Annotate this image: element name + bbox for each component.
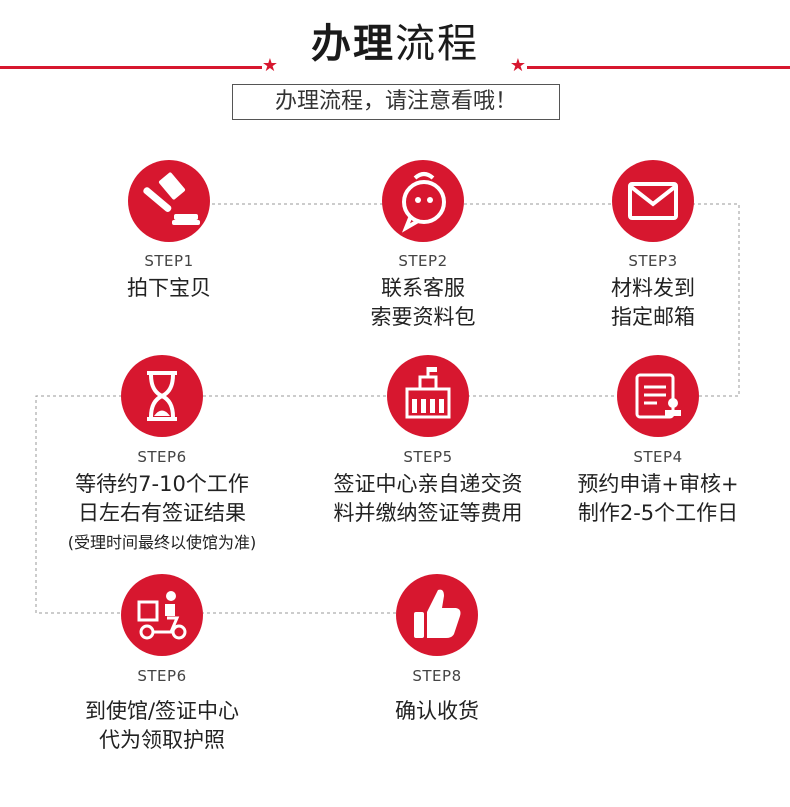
step8-label: STEP8 <box>412 667 462 685</box>
envelope-icon <box>628 182 678 220</box>
step6-pickup-line1: 到使馆/签证中心 <box>84 699 240 723</box>
step2-circle <box>382 160 464 242</box>
step1-label: STEP1 <box>144 252 194 270</box>
title-right-line <box>527 66 790 69</box>
subtitle-box: 办理流程，请注意看哦！ <box>232 84 560 120</box>
step2-desc: 联系客服 索要资料包 <box>303 274 543 332</box>
step6-pickup-line2: 代为领取护照 <box>99 728 225 752</box>
step8-desc: 确认收货 <box>317 697 557 726</box>
step3-line1: 材料发到 <box>611 276 695 300</box>
star-icon: ★ <box>509 55 527 76</box>
connector-bottom <box>35 395 620 614</box>
step1-desc: 拍下宝贝 <box>49 274 289 303</box>
step5-label: STEP5 <box>403 448 453 466</box>
thumbs-up-icon <box>414 589 461 638</box>
step4-label: STEP4 <box>633 448 683 466</box>
step2-line2: 索要资料包 <box>370 305 476 329</box>
subtitle-text: 办理流程，请注意看哦！ <box>274 89 517 114</box>
building-icon <box>405 367 451 419</box>
step3-line2: 指定邮箱 <box>611 305 695 329</box>
step6-wait-line1: 等待约7-10个工作 <box>75 472 249 496</box>
step6-wait-line2: 日左右有签证结果 <box>78 501 246 525</box>
step6-wait-note: (受理时间最终以使馆为准) <box>67 533 257 552</box>
step4-circle <box>617 355 699 437</box>
step6-pickup-desc: 到使馆/签证中心 代为领取护照 <box>42 697 282 755</box>
step8-line1: 确认收货 <box>395 699 479 723</box>
step3-circle <box>612 160 694 242</box>
step6-pickup-label: STEP6 <box>137 667 187 685</box>
star-icon: ★ <box>261 55 279 76</box>
step2-label: STEP2 <box>398 252 448 270</box>
auction-hammer-icon <box>143 172 200 225</box>
step5-line1: 签证中心亲自递交资 <box>333 472 523 496</box>
step5-line2: 料并缴纳签证等费用 <box>333 501 523 525</box>
chat-face-icon <box>401 172 446 233</box>
title-rest: 流程 <box>395 21 479 67</box>
step3-desc: 材料发到 指定邮箱 <box>533 274 773 332</box>
step6-wait-label: STEP6 <box>137 448 187 466</box>
step4-line1: 预约申请+审核+ <box>577 472 739 496</box>
step6-wait-desc: 等待约7-10个工作 日左右有签证结果 (受理时间最终以使馆为准) <box>42 470 282 557</box>
step5-circle <box>387 355 469 437</box>
title-left-line <box>0 66 262 69</box>
step2-line1: 联系客服 <box>381 276 465 300</box>
hourglass-icon <box>147 371 177 421</box>
step5-desc: 签证中心亲自递交资 料并缴纳签证等费用 <box>308 470 548 528</box>
step6-wait-circle <box>121 355 203 437</box>
title-bold: 办理 <box>311 21 395 67</box>
delivery-scooter-icon <box>137 591 187 640</box>
page-title: 办理流程 <box>0 18 790 70</box>
document-stamp-icon <box>635 373 681 419</box>
step4-desc: 预约申请+审核+ 制作2-5个工作日 <box>538 470 778 528</box>
step3-label: STEP3 <box>628 252 678 270</box>
step1-line1: 拍下宝贝 <box>127 276 211 300</box>
step1-circle <box>128 160 210 242</box>
step6-pickup-circle <box>121 574 203 656</box>
step4-line2: 制作2-5个工作日 <box>577 501 739 525</box>
step8-circle <box>396 574 478 656</box>
